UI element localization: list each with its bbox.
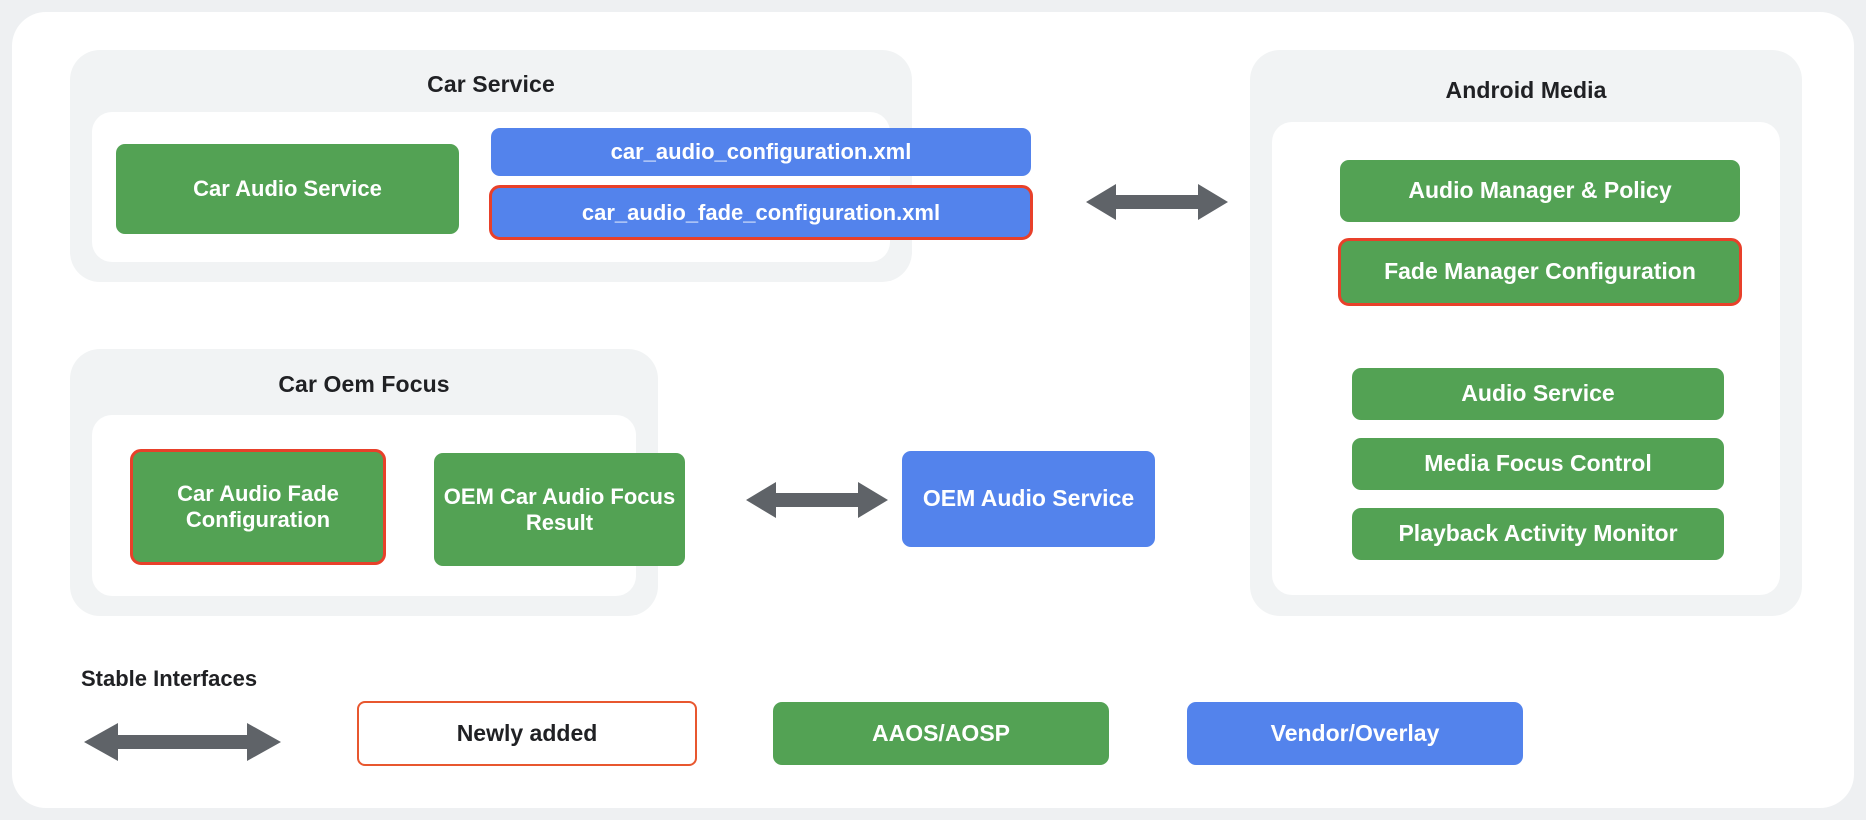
node-car-audio-fade-configuration[interactable]: Car Audio Fade Configuration: [130, 449, 386, 565]
node-audio-manager-and-policy[interactable]: Audio Manager & Policy: [1340, 160, 1740, 222]
node-oem-audio-service[interactable]: OEM Audio Service: [902, 451, 1155, 547]
group-car-oem-focus: Car Oem Focus Car Audio Fade Configurati…: [70, 349, 685, 616]
node-playback-activity-monitor[interactable]: Playback Activity Monitor: [1352, 508, 1724, 560]
legend-item-newly-added[interactable]: Newly added: [357, 701, 697, 766]
node-fade-manager-configuration[interactable]: Fade Manager Configuration: [1338, 238, 1742, 306]
arrow-car-service-to-android-media: [1086, 180, 1228, 224]
group-android-media-title: Android Media: [1445, 77, 1607, 103]
group-car-service: Car Service Car Audio Service car_audio_…: [70, 50, 1033, 282]
diagram-card: Car Service Car Audio Service car_audio_…: [12, 12, 1854, 808]
arrow-car-oem-focus-to-oem-audio-service: [746, 478, 888, 522]
node-oem-car-audio-focus-result[interactable]: OEM Car Audio Focus Result: [434, 453, 685, 566]
node-audio-service[interactable]: Audio Service: [1352, 368, 1724, 420]
node-car-audio-configuration-xml[interactable]: car_audio_configuration.xml: [491, 128, 1031, 176]
group-car-oem-focus-title: Car Oem Focus: [278, 371, 450, 397]
node-media-focus-control[interactable]: Media Focus Control: [1352, 438, 1724, 490]
legend-item-aaos-aosp[interactable]: AAOS/AOSP: [773, 702, 1109, 765]
node-car-audio-service[interactable]: Car Audio Service: [116, 144, 459, 234]
group-car-service-title: Car Service: [427, 71, 555, 97]
legend-stable-interfaces-label: Stable Interfaces: [81, 666, 258, 691]
legend-stable-interfaces-arrow-icon: [84, 718, 281, 766]
legend-item-vendor-overlay[interactable]: Vendor/Overlay: [1187, 702, 1523, 765]
node-car-audio-fade-configuration-xml[interactable]: car_audio_fade_configuration.xml: [489, 185, 1033, 240]
group-android-media: Android Media Audio Manager & Policy Fad…: [1250, 50, 1802, 616]
